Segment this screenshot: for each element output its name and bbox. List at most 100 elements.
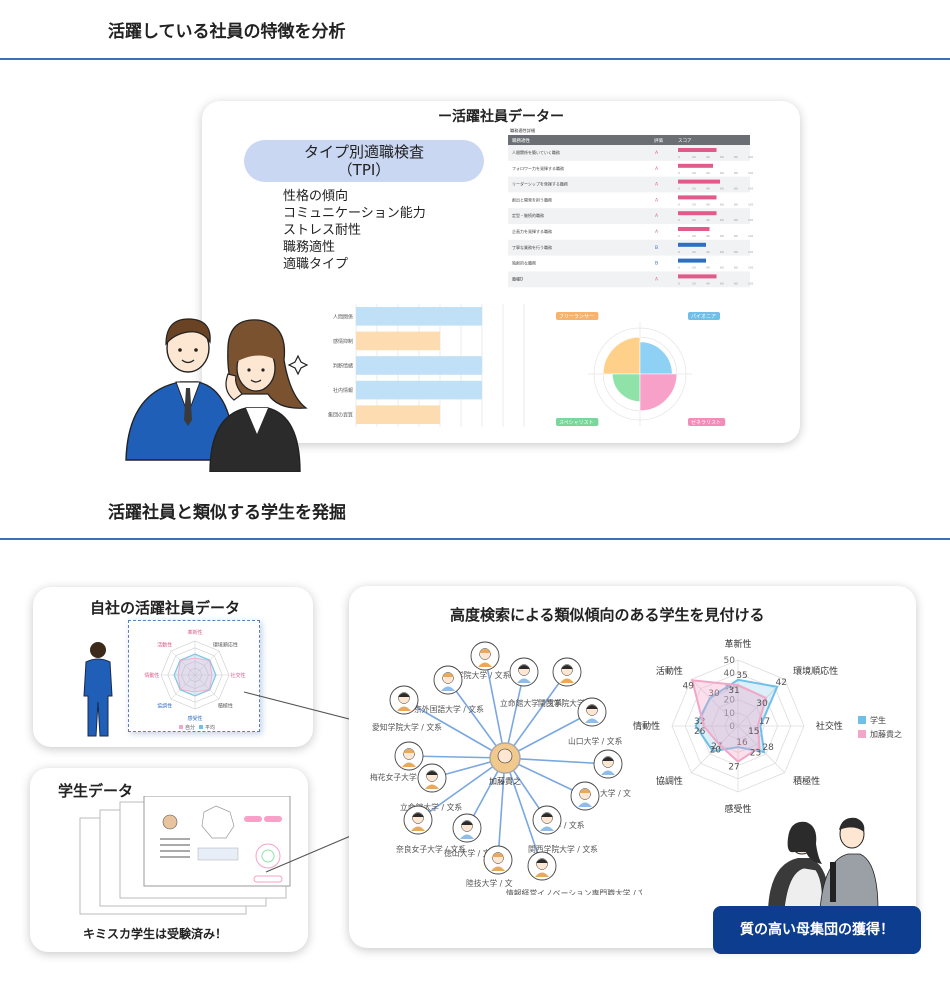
type-slice bbox=[639, 373, 678, 412]
table-row-grade: A bbox=[655, 213, 659, 219]
table-score-tick: 20 bbox=[692, 187, 696, 191]
employee-mini-radar: 革新性環境順応性社交性積極性感受性協調性情動性活動性自分平均 bbox=[144, 629, 245, 731]
student-node-hair bbox=[518, 665, 530, 669]
student-node-body bbox=[411, 826, 425, 831]
radar-data-label: 42 bbox=[775, 678, 786, 688]
radar-data-label: 30 bbox=[708, 689, 720, 699]
student-node-hair bbox=[412, 813, 424, 817]
network-edge bbox=[408, 755, 506, 759]
student-node-label: 立命館大学 / 文系 bbox=[500, 698, 562, 708]
student-node-body bbox=[578, 802, 592, 807]
student-node-label: 山口大学 / 文系 bbox=[568, 736, 623, 746]
tpi-item-list: 性格の傾向 コミュニケーション能力 ストレス耐性 職務適性 適職タイプ bbox=[283, 188, 426, 273]
radar-axis-label: 積極性 bbox=[793, 775, 820, 787]
radar-tick-label: 20 bbox=[724, 696, 736, 706]
table-score-tick: 60 bbox=[720, 250, 724, 254]
table-row-label: 職種D bbox=[512, 275, 523, 281]
table-row-grade: B bbox=[655, 261, 658, 267]
mini-radar-spoke bbox=[194, 650, 220, 676]
radar-series bbox=[694, 678, 779, 754]
table-score-tick: 60 bbox=[720, 218, 724, 222]
table-score-tick: 40 bbox=[706, 250, 710, 254]
mini-radar-legend-swatch bbox=[199, 725, 203, 729]
table-score-tick: 60 bbox=[720, 187, 724, 191]
table-score-tick: 0 bbox=[678, 218, 680, 222]
section-header-analysis: 活躍している社員の特徴を分析 bbox=[0, 0, 950, 60]
student-node-label: 徳山大学 / 文系 bbox=[444, 848, 499, 858]
table-score-tick: 60 bbox=[720, 171, 724, 175]
table-score-tick: 80 bbox=[734, 187, 738, 191]
table-score-tick: 100 bbox=[748, 187, 753, 191]
radar-spoke bbox=[691, 679, 739, 727]
mini-radar-label: 情動性 bbox=[144, 672, 159, 679]
table-score-tick: 100 bbox=[748, 171, 753, 175]
network-edge bbox=[417, 757, 506, 821]
table-score-tick: 20 bbox=[692, 234, 696, 238]
mini-radar-legend: 平均 bbox=[205, 724, 215, 731]
table-score-tick: 80 bbox=[734, 266, 738, 270]
student-node-label: 立命館大学 / 文系 bbox=[400, 802, 462, 812]
student-node-label: 大学 / 文 bbox=[600, 788, 631, 798]
type-label: ゼネラリスト bbox=[691, 419, 721, 426]
table-score-tick: 40 bbox=[706, 281, 710, 285]
student-node-body bbox=[535, 872, 549, 877]
section-title-discover: 活躍社員と類似する学生を発掘 bbox=[108, 503, 346, 523]
table-caption: 職務適性詳細 bbox=[510, 127, 535, 134]
radar-axis-label: 情動性 bbox=[633, 720, 660, 732]
radar-axis-label: 感受性 bbox=[724, 803, 751, 815]
radar-data-label: 26 bbox=[694, 727, 706, 737]
cta-quality-talent-pool[interactable]: 質の高い母集団の獲得！ bbox=[713, 906, 921, 954]
radar-data-label: 20 bbox=[710, 746, 722, 756]
student-node-hair bbox=[398, 693, 410, 697]
mini-radar-label: 感受性 bbox=[187, 715, 202, 722]
table-score-tick: 80 bbox=[734, 202, 738, 206]
table-score-tick: 0 bbox=[678, 250, 680, 254]
bar-category-label: 感情抑制 bbox=[333, 338, 353, 345]
student-node-body bbox=[402, 762, 416, 767]
table-row-label: フォロワー力を発揮する職務 bbox=[512, 165, 564, 171]
table-score-tick: 100 bbox=[748, 234, 753, 238]
table-score-tick: 100 bbox=[748, 281, 753, 285]
student-node-hair bbox=[602, 757, 614, 761]
table-score-tick: 80 bbox=[734, 234, 738, 238]
table-score-tick: 40 bbox=[706, 171, 710, 175]
student-node-body bbox=[425, 784, 439, 789]
student-node-hair bbox=[461, 821, 473, 825]
section-header-discover: 活躍社員と類似する学生を発掘 bbox=[0, 490, 950, 540]
radar-data-label: 27 bbox=[711, 742, 722, 752]
student-data-sheets bbox=[79, 796, 291, 915]
table-score-tick: 100 bbox=[748, 266, 753, 270]
type-label-badge bbox=[556, 312, 599, 320]
table-score-bar bbox=[678, 258, 706, 263]
mini-radar-legend: 自分 bbox=[185, 724, 195, 731]
bar bbox=[356, 405, 440, 424]
table-row-label: 企画力を発揮する職務 bbox=[512, 228, 552, 234]
table-score-tick: 0 bbox=[678, 281, 680, 285]
student-node-hair bbox=[579, 789, 591, 793]
student-node-label: 学院大学 / 文系 bbox=[456, 670, 511, 680]
table-row-label: 定型・継続的職務 bbox=[512, 212, 544, 218]
center-student-name: 加藤貴之 bbox=[489, 776, 521, 786]
radar-axis-label: 活動性 bbox=[656, 665, 683, 677]
tpi-label-line1: タイプ別適職検査 bbox=[303, 143, 424, 161]
radar-spoke bbox=[737, 725, 785, 773]
radar-data-label: 30 bbox=[756, 699, 768, 709]
student-node-body bbox=[441, 686, 455, 691]
table-score-tick: 60 bbox=[720, 155, 724, 159]
student-node-hair bbox=[426, 771, 438, 775]
bar-category-label: 判断情緒 bbox=[333, 363, 353, 370]
employee-radar-thumbnail: 革新性環境順応性社交性積極性感受性協調性情動性活動性自分平均 bbox=[128, 620, 260, 732]
table-score-tick: 20 bbox=[692, 281, 696, 285]
radar-data-label: 35 bbox=[736, 671, 747, 681]
table-score-tick: 100 bbox=[748, 250, 753, 254]
tpi-badge: タイプ別適職検査 （TPI） bbox=[244, 140, 484, 182]
student-node-label: 陸技大学 / 文 bbox=[466, 878, 513, 888]
student-node-hair bbox=[403, 749, 415, 753]
student-node-body bbox=[601, 770, 615, 775]
table-row-grade: A bbox=[655, 166, 659, 172]
type-label: フリーランサー bbox=[559, 314, 594, 320]
mini-radar-spoke bbox=[170, 674, 196, 700]
table-score-bar bbox=[678, 163, 713, 168]
student-node-hair bbox=[492, 853, 504, 857]
